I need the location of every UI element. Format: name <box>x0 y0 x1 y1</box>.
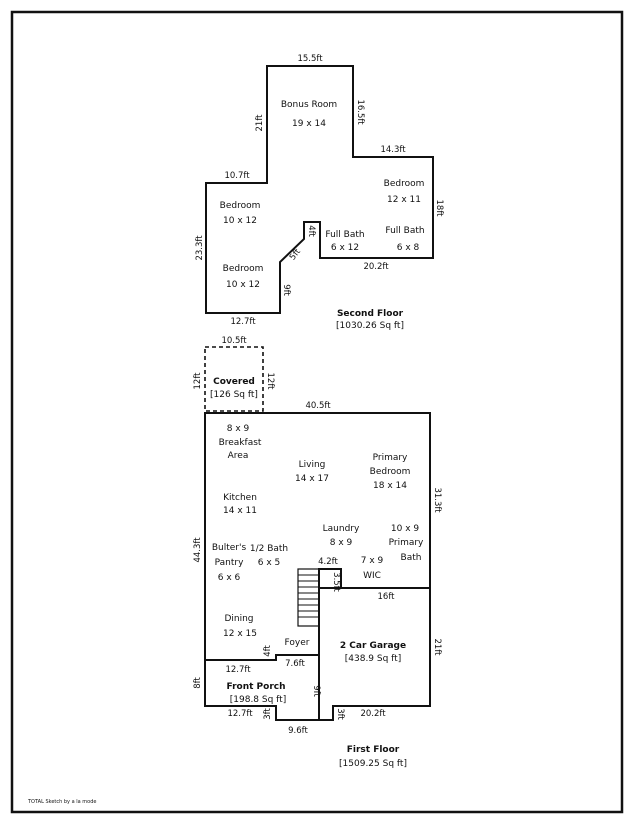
room-bath1-name: Full Bath <box>325 230 364 240</box>
garage-name: 2 Car Garage <box>340 641 406 651</box>
dim-12-7-upper: 12.7ft <box>225 665 251 675</box>
dim-covered-top: 10.5ft <box>221 336 247 346</box>
room-foyer-name: Foyer <box>285 638 310 648</box>
room-butler-size: 6 x 6 <box>218 573 241 583</box>
first-floor: 40.5ft 44.3ft 31.3ft 4.2ft 3.5ft 16ft 4f… <box>193 401 442 769</box>
room-primary-bath-size: 10 x 9 <box>391 524 420 534</box>
dim-second-left-top: 10.7ft <box>224 171 250 181</box>
room-kitchen-size: 14 x 11 <box>223 506 257 516</box>
porch-name: Front Porch <box>227 682 286 692</box>
dim-second-right: 18ft <box>434 200 444 218</box>
covered-area-text: [126 Sq ft] <box>210 390 258 400</box>
dim-second-left: 23.3ft <box>195 235 205 261</box>
room-dining-name: Dining <box>224 614 253 624</box>
room-bath2-name: Full Bath <box>385 226 424 236</box>
room-bed3-size: 10 x 12 <box>226 280 260 290</box>
room-bonus-size: 19 x 14 <box>292 119 326 129</box>
second-floor-outline <box>205 65 434 314</box>
stair-treads <box>298 574 319 618</box>
room-laundry-name: Laundry <box>323 524 360 534</box>
room-wic-name: WIC <box>363 571 381 581</box>
dim-notch-9: 9ft <box>281 284 291 296</box>
room-kitchen-name: Kitchen <box>223 493 257 503</box>
room-primary-bath-l1: Primary <box>389 538 424 548</box>
covered-name: Covered <box>213 377 255 387</box>
dim-covered-left: 12ft <box>193 372 203 390</box>
covered-area: 10.5ft 12ft 12ft Covered [126 Sq ft] <box>193 336 275 412</box>
room-living-size: 14 x 17 <box>295 474 329 484</box>
dim-second-bottom-left: 12.7ft <box>230 317 256 327</box>
room-primary-bath-l2: Bath <box>401 553 422 563</box>
first-floor-area: [1509.25 Sq ft] <box>339 759 407 769</box>
room-bonus-name: Bonus Room <box>281 100 337 110</box>
dim-4-2: 4.2ft <box>318 557 338 567</box>
room-half-bath-name: 1/2 Bath <box>250 544 288 554</box>
dim-first-right: 31.3ft <box>432 487 442 513</box>
dim-second-bottom-right: 20.2ft <box>363 262 389 272</box>
garage-area: [438.9 Sq ft] <box>345 654 401 664</box>
dim-7-6: 7.6ft <box>285 659 305 669</box>
dim-porch-3: 3ft <box>263 708 273 720</box>
dim-porch-left: 8ft <box>193 677 203 689</box>
room-butler-l2: Pantry <box>215 558 244 568</box>
room-bed1-size: 12 x 11 <box>387 195 421 205</box>
room-bath1-size: 6 x 12 <box>331 243 359 253</box>
dim-bonus-left: 21ft <box>255 114 265 132</box>
dim-first-top: 40.5ft <box>305 401 331 411</box>
dim-garage-9: 9ft <box>311 685 321 697</box>
room-living-name: Living <box>299 460 326 470</box>
first-floor-title: First Floor <box>347 745 400 755</box>
porch-outline <box>204 655 320 721</box>
room-butler-l1: Bulter's <box>212 543 247 553</box>
dim-garage-bottom: 20.2ft <box>360 709 386 719</box>
room-half-bath-size: 6 x 5 <box>258 558 281 568</box>
front-porch: Front Porch [198.8 Sq ft] 8ft 12.7ft 3ft… <box>193 655 320 736</box>
room-breakfast-size: 8 x 9 <box>227 424 250 434</box>
dim-notch-5: 5ft <box>288 247 303 263</box>
dim-porch-step: 9.6ft <box>288 726 308 736</box>
room-breakfast-l1: Breakfast <box>219 438 262 448</box>
room-laundry-size: 8 x 9 <box>330 538 353 548</box>
room-bath2-size: 6 x 8 <box>397 243 420 253</box>
covered-outline <box>204 346 264 412</box>
second-floor-area: [1030.26 Sq ft] <box>336 321 404 331</box>
page-border <box>10 10 624 814</box>
dim-notch-4: 4ft <box>306 225 316 237</box>
room-primary-bed-l2: Bedroom <box>370 467 411 477</box>
dim-garage-3: 3ft <box>335 708 345 720</box>
dim-covered-right: 12ft <box>265 373 275 391</box>
second-floor: 15.5ft 16.5ft 21ft 14.3ft 18ft 10.7ft 23… <box>195 54 444 331</box>
room-wic-size: 7 x 9 <box>361 556 384 566</box>
second-floor-title: Second Floor <box>337 309 404 319</box>
dim-second-right-top: 14.3ft <box>380 145 406 155</box>
dim-garage-right: 21ft <box>432 639 442 657</box>
room-bed2-size: 10 x 12 <box>223 216 257 226</box>
room-breakfast-l2: Area <box>228 451 249 461</box>
room-primary-bed-size: 18 x 14 <box>373 481 407 491</box>
room-bed3-name: Bedroom <box>223 264 264 274</box>
room-dining-size: 12 x 15 <box>223 629 257 639</box>
room-primary-bed-l1: Primary <box>373 453 408 463</box>
dim-bonus-right: 16.5ft <box>355 99 365 125</box>
dim-porch-bottom: 12.7ft <box>227 709 253 719</box>
garage: 2 Car Garage [438.9 Sq ft] 21ft 20.2ft 3… <box>311 587 442 721</box>
dim-3-5: 3.5ft <box>331 572 341 592</box>
footer-credit: TOTAL Sketch by a la mode <box>27 799 96 805</box>
room-bed1-name: Bedroom <box>384 179 425 189</box>
room-bed2-name: Bedroom <box>220 201 261 211</box>
dim-16: 16ft <box>378 592 396 602</box>
dim-first-left: 44.3ft <box>193 537 203 563</box>
dim-4: 4ft <box>263 645 273 657</box>
porch-area: [198.8 Sq ft] <box>230 695 286 705</box>
dim-second-top: 15.5ft <box>297 54 323 64</box>
